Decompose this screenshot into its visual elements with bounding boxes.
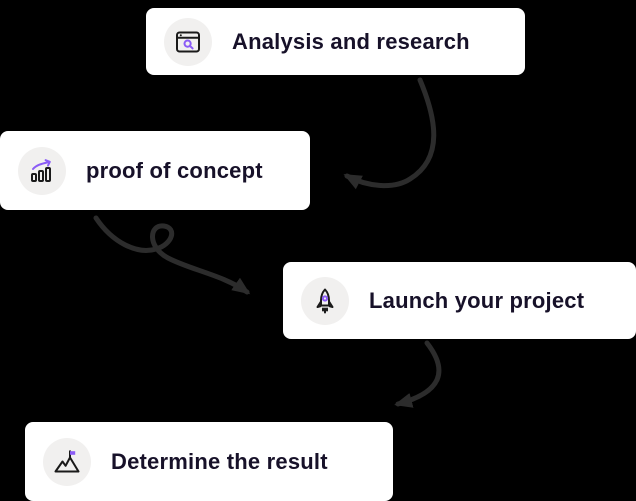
step-label: Analysis and research: [232, 28, 470, 54]
step-card-analysis: Analysis and research: [146, 8, 525, 75]
step-card-proof-of-concept: proof of concept: [0, 131, 310, 210]
step-label: Launch your project: [369, 287, 585, 313]
arrow-analysis-to-proof: [343, 77, 437, 190]
step-label: Determine the result: [111, 448, 328, 474]
mountain-flag-icon: [54, 449, 80, 472]
step-card-determine: Determine the result: [25, 422, 393, 501]
rocket-icon: [316, 288, 334, 313]
icon-badge: [18, 146, 66, 195]
step-label: proof of concept: [86, 157, 263, 183]
icon-badge: [301, 276, 349, 325]
icon-badge: [164, 17, 212, 66]
step-card-launch: Launch your project: [283, 262, 636, 339]
icon-badge: [43, 437, 91, 486]
arrow-launch-to-determine: [394, 340, 442, 408]
arrow-proof-to-launch: [93, 215, 251, 295]
bar-chart-growth-icon: [31, 158, 51, 182]
browser-search-icon: [176, 31, 200, 52]
